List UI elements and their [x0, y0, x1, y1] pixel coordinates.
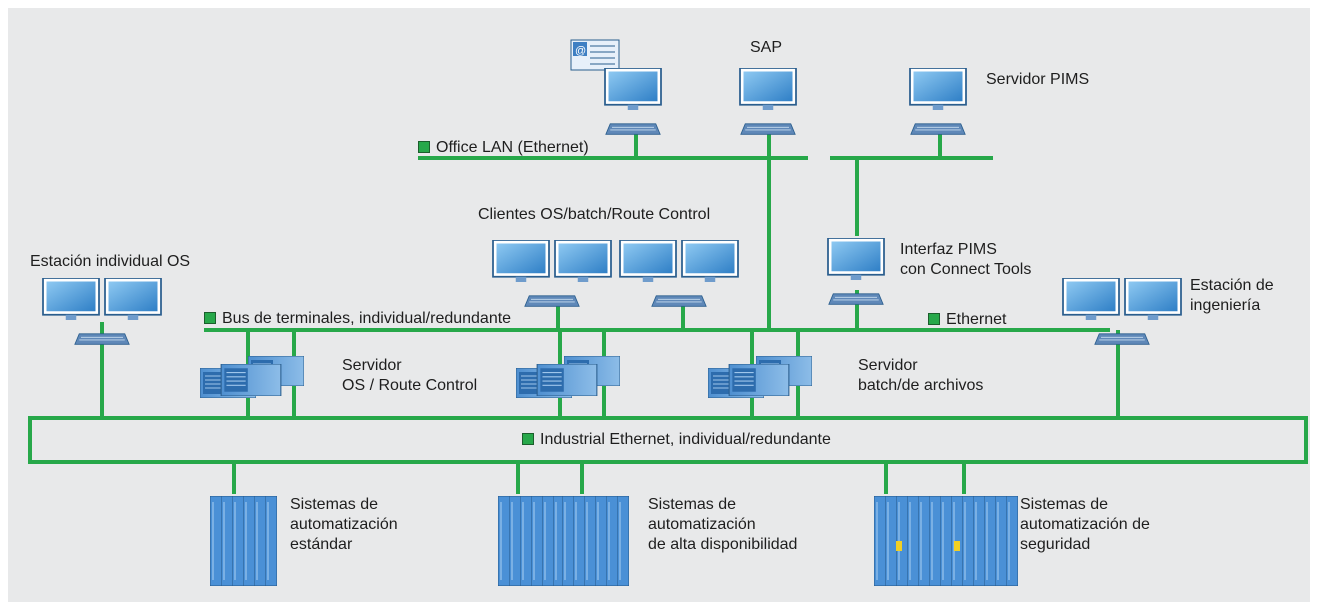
sistemas-estandar-label: Sistemas de automatización estándar: [290, 496, 398, 553]
pims-interface-keyboard-icon: [828, 293, 884, 305]
individual-os-monitor-icon: [42, 278, 100, 321]
individual-os-keyboard-icon: [74, 333, 130, 345]
client-a-monitor-icon: [554, 240, 612, 283]
client-a-monitor-icon: [492, 240, 550, 283]
office-lan-label: Office LAN (Ethernet): [418, 138, 589, 158]
ha-as-a-plc-module-icon: [520, 496, 532, 586]
industrial-ethernet-indicator-icon: [522, 433, 534, 445]
standard-as-plc-module-icon: [221, 496, 233, 586]
safety-as-a-plc-module-icon: [907, 496, 919, 586]
bus-terminales-indicator-icon: [204, 312, 216, 324]
batch-server-server-icon: [728, 364, 790, 396]
office-lan-text: Office LAN (Ethernet): [436, 139, 589, 156]
clientes-label: Clientes OS/batch/Route Control: [478, 206, 711, 223]
individual-os-monitor-icon: [104, 278, 162, 321]
safety-as-b-plc-module-icon: [984, 496, 996, 586]
pims-server-monitor-icon: [909, 68, 967, 111]
engineering-keyboard-icon: [1094, 333, 1150, 345]
sap-label: SAP: [750, 39, 783, 56]
safety-as-b-plc-module-icon: [1006, 496, 1018, 586]
ethernet-label: Ethernet: [928, 310, 1006, 330]
servidor-os-label: Servidor OS / Route Control: [342, 357, 478, 394]
os-server-server-icon: [220, 364, 282, 396]
engineering-monitor-icon: [1124, 278, 1182, 321]
ethernet-text: Ethernet: [946, 311, 1007, 328]
sistemas-alta-label: Sistemas de automatización de alta dispo…: [648, 496, 798, 553]
central-server-server-icon: [536, 364, 598, 396]
safety-as-a-plc-module-icon: [918, 496, 930, 586]
standard-as-plc-module-icon: [243, 496, 255, 586]
estacion-ingenieria-label: Estación de ingeniería: [1190, 277, 1274, 314]
safety-as-b-plc-module-icon: [973, 496, 985, 586]
client-a-keyboard-icon: [524, 295, 580, 307]
servidor-pims-label: Servidor PIMS: [986, 71, 1090, 88]
ha-as-b-plc-module-icon: [584, 496, 596, 586]
safety-as-a-plc-module-icon: [885, 496, 897, 586]
standard-as-plc-module-icon: [210, 496, 222, 586]
standard-as-plc-module-icon: [265, 496, 277, 586]
sistemas-seguridad-label: Sistemas de automatización de seguridad: [1020, 496, 1150, 553]
sap-keyboard-icon: [740, 123, 796, 135]
ha-as-a-plc-module-icon: [531, 496, 543, 586]
ha-as-b-plc-module-icon: [617, 496, 629, 586]
client-b-keyboard-icon: [651, 295, 707, 307]
engineering-monitor-icon: [1062, 278, 1120, 321]
ha-as-b-plc-module-icon: [595, 496, 607, 586]
safety-as-b-plc-module-icon: [962, 496, 974, 586]
ha-as-a-plc-module-icon: [509, 496, 521, 586]
sap-monitor-icon: [739, 68, 797, 111]
industrial-ethernet-label: Industrial Ethernet, individual/redundan…: [522, 430, 831, 450]
office-lan-indicator-icon: [418, 141, 430, 153]
ha-as-b-plc-module-icon: [606, 496, 618, 586]
client-b-monitor-icon: [681, 240, 739, 283]
office-pc-monitor-icon: [604, 68, 662, 111]
pims-interface-monitor-icon: [827, 238, 885, 281]
client-b-monitor-icon: [619, 240, 677, 283]
bus-terminales-label: Bus de terminales, individual/redundante: [204, 309, 511, 329]
bus-terminales-text: Bus de terminales, individual/redundante: [222, 310, 512, 327]
safety-as-b-safety-module-icon: [954, 541, 960, 551]
email-at-glyph-icon: @: [575, 45, 586, 57]
safety-as-a-plc-module-icon: [874, 496, 886, 586]
estacion-individual-label: Estación individual OS: [30, 253, 191, 270]
standard-as-plc-module-icon: [254, 496, 266, 586]
safety-as-b-plc-module-icon: [940, 496, 952, 586]
ethernet-indicator-icon: [928, 313, 940, 325]
ha-as-a-plc-module-icon: [498, 496, 510, 586]
standard-as-plc-module-icon: [232, 496, 244, 586]
email-at-icon: [573, 42, 587, 56]
industrial-ethernet-text: Industrial Ethernet, individual/redundan…: [540, 431, 831, 448]
ha-as-a-plc-module-icon: [542, 496, 554, 586]
safety-as-b-plc-module-icon: [995, 496, 1007, 586]
office-pc-keyboard-icon: [605, 123, 661, 135]
safety-as-a-plc-module-icon: [929, 496, 941, 586]
pims-server-keyboard-icon: [910, 123, 966, 135]
servidor-batch-label: Servidor batch/de archivos: [858, 357, 984, 394]
interfaz-pims-label: Interfaz PIMS con Connect Tools: [900, 241, 1032, 278]
ha-as-b-plc-module-icon: [573, 496, 585, 586]
ha-as-b-plc-module-icon: [562, 496, 574, 586]
safety-as-a-safety-module-icon: [896, 541, 902, 551]
